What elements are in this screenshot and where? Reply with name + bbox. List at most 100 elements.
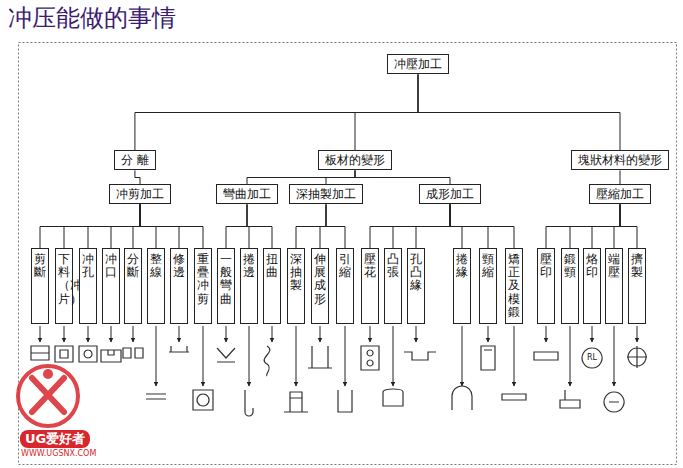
node-text: 修邊 <box>173 253 185 279</box>
leader-line <box>462 326 463 386</box>
leader-line <box>570 326 571 386</box>
tree-connector <box>620 170 621 184</box>
process-sketch <box>264 346 270 376</box>
process-sketch <box>338 390 352 412</box>
leader-line <box>488 326 489 342</box>
node-text: 壓印 <box>540 253 552 279</box>
process-sketch <box>169 346 189 352</box>
node-text: 剪斷 <box>34 253 46 279</box>
node-text: 凸張 <box>387 253 399 279</box>
tree-connector <box>133 204 140 248</box>
leader-line <box>637 326 638 342</box>
process-box: 端壓 <box>605 248 623 324</box>
process-box: 整線 <box>147 248 165 324</box>
process-sketch <box>308 346 332 368</box>
process-box: 孔凸緣 <box>407 248 425 324</box>
leader-line <box>40 326 41 342</box>
tree-connector <box>135 170 140 184</box>
leader-line <box>111 326 112 342</box>
watermark-url: WWW.UGSNX.COM <box>20 450 97 459</box>
process-sketch <box>502 394 526 400</box>
node-text: 引縮 <box>339 253 351 279</box>
process-sketch <box>146 394 166 399</box>
node-text: 壓縮加工 <box>596 187 644 201</box>
node-text: 頸縮 <box>482 253 494 279</box>
category-box: 深抽製加工 <box>289 184 363 204</box>
process-sketch <box>123 348 143 358</box>
tree-connector <box>135 74 418 150</box>
node-text: 板材的變形 <box>325 153 385 167</box>
node-text: 冲口 <box>105 253 117 279</box>
category-box: 彎曲加工 <box>216 184 278 204</box>
process-box: 伸展成形 <box>311 248 329 324</box>
process-box: 修邊 <box>170 248 188 324</box>
tree-connector <box>64 204 140 248</box>
process-box: 引縮 <box>336 248 354 324</box>
category-box: 冲剪加工 <box>109 184 171 204</box>
tree-connector <box>226 204 247 248</box>
leader-line <box>393 326 394 386</box>
category-box: 冲壓加工 <box>387 54 449 74</box>
node-text: 壓花 <box>364 253 376 279</box>
category-box: 壓縮加工 <box>589 184 651 204</box>
tree-connector <box>320 204 326 248</box>
process-sketch <box>604 392 624 412</box>
process-sketch <box>31 346 49 360</box>
node-text: 深抽製加工 <box>296 187 356 201</box>
node-text: 整線 <box>150 253 162 279</box>
node-text: 冲壓加工 <box>394 57 442 71</box>
leader-line <box>320 326 321 342</box>
page-title: 冲压能做的事情 <box>8 2 176 34</box>
node-text: 彎曲加工 <box>223 187 271 201</box>
node-text: 矯正及模鍛 <box>508 253 520 319</box>
node-text: 伸展成形 <box>314 253 326 306</box>
node-text: 鍛頸 <box>564 253 576 279</box>
node-text: 捲邊 <box>243 253 255 279</box>
leader-line <box>249 326 250 386</box>
leader-line <box>592 326 593 342</box>
process-sketch <box>627 346 647 368</box>
leader-line <box>370 326 371 342</box>
process-sketch <box>79 346 97 362</box>
process-box: 捲緣 <box>453 248 471 324</box>
node-text: 冲孔 <box>82 253 94 279</box>
process-box: 壓印 <box>537 248 555 324</box>
node-text: 擠製 <box>631 253 643 279</box>
process-box: 烙印 <box>583 248 601 324</box>
process-box: 深抽製 <box>287 248 305 324</box>
tree-connector <box>355 74 418 150</box>
watermark: UG爱好者 <box>20 430 90 448</box>
leader-line <box>514 326 515 386</box>
sketch-mark: RL <box>587 354 597 362</box>
tree-connector <box>247 170 355 184</box>
tree-connector <box>326 204 345 248</box>
leader-line <box>88 326 89 342</box>
leader-line <box>296 326 297 386</box>
tree-connector <box>370 204 450 248</box>
leader-line <box>272 326 273 342</box>
tree-connector <box>614 204 620 248</box>
tree-connector <box>570 204 620 248</box>
process-box: 頸縮 <box>479 248 497 324</box>
tree-connector <box>355 170 450 184</box>
process-sketch <box>101 350 121 362</box>
leader-line <box>345 326 346 386</box>
leader-line <box>203 326 204 386</box>
tree-connector <box>111 204 140 248</box>
leader-line <box>64 326 65 342</box>
leader-line <box>226 326 227 342</box>
process-sketch <box>383 389 403 406</box>
leader-line <box>416 326 417 342</box>
leader-line <box>179 326 180 342</box>
process-sketch <box>560 390 580 408</box>
node-text: 扭曲 <box>266 253 278 279</box>
node-text: 孔凸緣 <box>410 253 422 293</box>
process-sketch <box>452 386 472 410</box>
node-text: 塊狀材料的變形 <box>578 153 662 167</box>
figure-frame <box>19 43 677 465</box>
category-box: 成形加工 <box>419 184 481 204</box>
process-box: 一般彎曲 <box>217 248 235 324</box>
tree-connector <box>326 170 355 184</box>
